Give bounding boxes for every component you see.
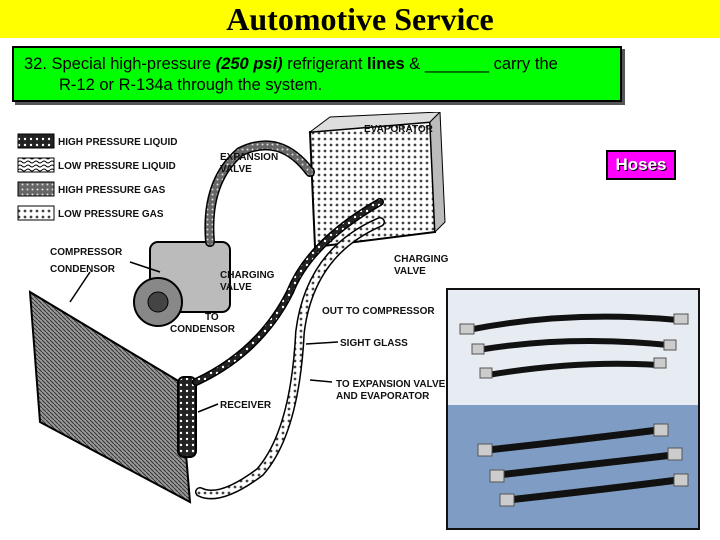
question-text-2: refrigerant	[282, 55, 368, 73]
question-pressure: (250 psi)	[215, 55, 283, 73]
label-to-condensor-1: TO	[205, 312, 219, 323]
label-charging-right-1: CHARGING	[394, 254, 449, 265]
answer-text: Hoses	[615, 155, 667, 174]
slide-title: Automotive Service	[226, 1, 494, 37]
legend-hpg: HIGH PRESSURE GAS	[58, 185, 166, 196]
question-text-3: & _______ carry the	[404, 55, 558, 73]
legend-swatch-lpl	[17, 157, 55, 173]
label-expansion-1: EXPANSION	[220, 152, 278, 163]
ac-system-diagram: HIGH PRESSURE LIQUID LOW PRESSURE LIQUID…	[17, 112, 449, 504]
legend-swatch-hpl	[17, 133, 55, 149]
label-to-condensor-2: CONDENSOR	[170, 324, 236, 335]
receiver	[177, 376, 197, 458]
label-evaporator: EVAPORATOR	[364, 124, 434, 135]
pointers	[69, 261, 339, 413]
answer-box: Hoses	[606, 150, 676, 180]
label-expansion-2: VALVE	[220, 164, 252, 175]
evaporator	[308, 112, 446, 249]
label-condensor: CONDENSOR	[50, 264, 116, 275]
legend-hpl: HIGH PRESSURE LIQUID	[58, 137, 177, 148]
label-charging-right-2: VALVE	[394, 266, 426, 277]
label-charging-left-2: VALVE	[220, 282, 252, 293]
legend: HIGH PRESSURE LIQUID LOW PRESSURE LIQUID…	[17, 133, 177, 221]
question-number: 32.	[24, 55, 47, 73]
legend-lpg: LOW PRESSURE GAS	[58, 209, 164, 220]
refrigerant-lines	[192, 140, 385, 500]
condenser	[28, 290, 192, 504]
question-box: 32. Special high-pressure (250 psi) refr…	[12, 46, 622, 102]
label-to-expansion-1: TO EXPANSION VALVE	[336, 379, 446, 390]
label-compressor: COMPRESSOR	[50, 247, 123, 258]
label-out-to-compressor: OUT TO COMPRESSOR	[322, 306, 435, 317]
hoses-photo	[446, 288, 700, 530]
question-lines: lines	[367, 55, 405, 73]
legend-lpl: LOW PRESSURE LIQUID	[58, 161, 176, 172]
compressor	[133, 241, 231, 327]
label-to-expansion-2: AND EVAPORATOR	[336, 391, 430, 402]
legend-swatch-hpg	[17, 181, 55, 197]
legend-swatch-lpg	[17, 205, 55, 221]
title-bar: Automotive Service	[0, 0, 720, 38]
label-charging-left-1: CHARGING	[220, 270, 275, 281]
question-text-1: Special high-pressure	[51, 55, 216, 73]
label-receiver: RECEIVER	[220, 400, 272, 411]
label-sight-glass: SIGHT GLASS	[340, 338, 408, 349]
question-line-2: R-12 or R-134a through the system.	[59, 76, 323, 94]
